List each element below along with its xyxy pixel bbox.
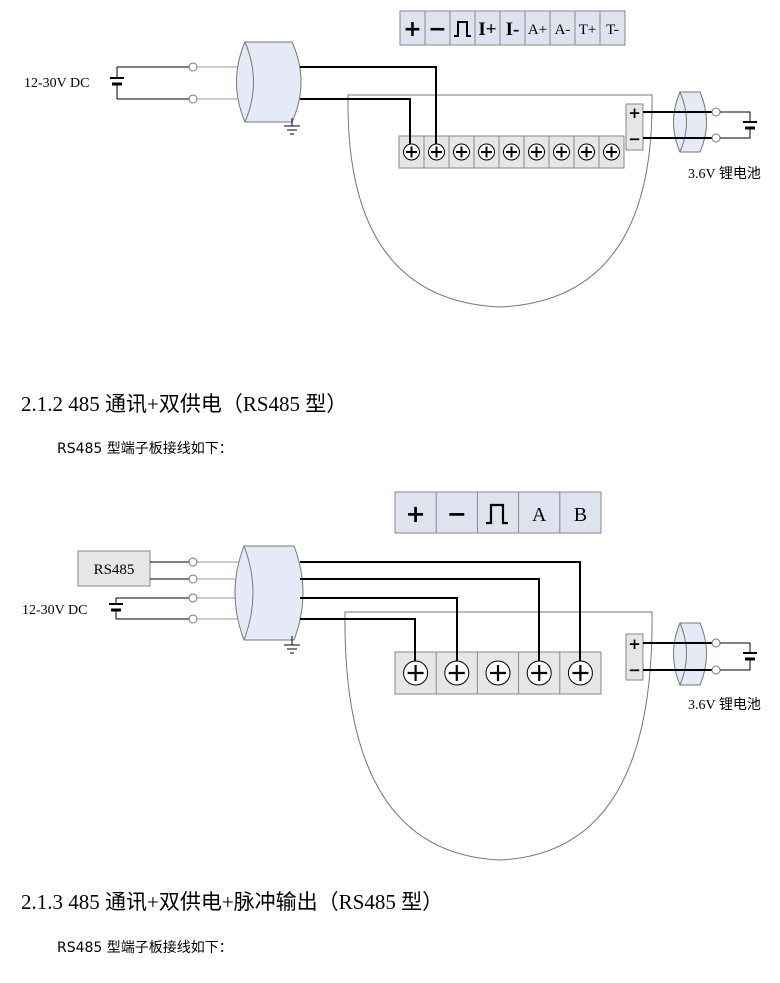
label-b: B: [574, 504, 587, 526]
ground-icon: [284, 118, 300, 135]
diagram-1: + − I+ I- A+ A- T+ T-: [24, 10, 761, 308]
dc-supply-2: 12-30V DC: [22, 597, 189, 620]
screw-terminal: [428, 143, 445, 161]
label-t-plus: T+: [579, 22, 597, 38]
screw-terminal: [603, 143, 620, 161]
screw-terminal: [485, 660, 511, 686]
battery-connector-minus: −: [628, 130, 641, 148]
cable-gland-2: [234, 545, 304, 641]
screw-terminal: [526, 660, 552, 686]
battery-connector-minus: −: [628, 661, 641, 679]
pulse-icon: [454, 21, 471, 37]
dc-supply-1: 12-30V DC: [24, 62, 240, 104]
label-i-plus: I+: [478, 19, 496, 40]
terminal-label-strip-2: + − A B: [394, 491, 602, 534]
battery-connector-2: + − 3.6V 锂电池: [625, 622, 761, 713]
screw-terminal: [528, 143, 545, 161]
wire-rs485-b: [300, 561, 581, 661]
terminal-label-strip-1: + − I+ I- A+ A- T+ T-: [399, 10, 626, 46]
battery-label: 3.6V 锂电池: [688, 166, 761, 182]
housing-outline-2: [344, 611, 653, 861]
battery-label: 3.6V 锂电池: [688, 697, 761, 713]
section-intro-2-1-3: RS485 型端子板接线如下：: [57, 940, 233, 956]
battery-connector-1: + − 3.6V 锂电池: [625, 91, 761, 182]
terminal-block-2: [394, 651, 602, 695]
ground-icon: [284, 636, 300, 654]
wire-supply-negative: [300, 66, 437, 144]
label-minus: −: [428, 17, 446, 42]
label-minus: −: [447, 500, 467, 528]
screw-terminal: [578, 143, 595, 161]
section-heading-2-1-3: 2.1.3 485 通讯+双供电+脉冲输出（RS485 型）: [21, 890, 444, 914]
screw-terminal: [444, 660, 470, 686]
supply-label: 12-30V DC: [22, 603, 87, 618]
label-plus: +: [403, 17, 421, 42]
diagram-2: + − A B RS485 12-30V DC: [22, 491, 761, 861]
screw-terminal: [403, 143, 420, 161]
screw-terminal: [553, 143, 570, 161]
battery-connector-plus: +: [628, 104, 641, 122]
screw-terminal: [453, 143, 470, 161]
wire-supply-negative: [300, 597, 458, 661]
housing-outline-1: [347, 94, 653, 308]
wire-supply-positive: [300, 98, 411, 144]
screw-terminal: [503, 143, 520, 161]
label-t-minus: T-: [606, 22, 619, 38]
section-heading-2-1-2: 2.1.2 485 通讯+双供电（RS485 型）: [21, 392, 348, 416]
pulse-icon: [486, 503, 508, 525]
supply-label: 12-30V DC: [24, 76, 89, 91]
label-a-plus: A+: [528, 22, 547, 38]
battery-connector-plus: +: [628, 635, 641, 653]
label-i-minus: I-: [506, 19, 520, 40]
screw-terminal: [403, 660, 429, 686]
label-a: A: [532, 504, 547, 526]
rs485-label: RS485: [94, 562, 135, 578]
terminal-block-1: [398, 135, 625, 169]
wire-supply-positive: [300, 618, 416, 661]
screw-terminal: [478, 143, 495, 161]
label-plus: +: [406, 500, 426, 528]
wire-rs485-a: [300, 578, 540, 661]
screw-terminal: [567, 660, 593, 686]
cable-gland-1: [236, 41, 302, 123]
rs485-device: RS485: [77, 550, 189, 587]
label-a-minus: A-: [555, 22, 571, 38]
section-intro-2-1-2: RS485 型端子板接线如下：: [57, 441, 233, 457]
